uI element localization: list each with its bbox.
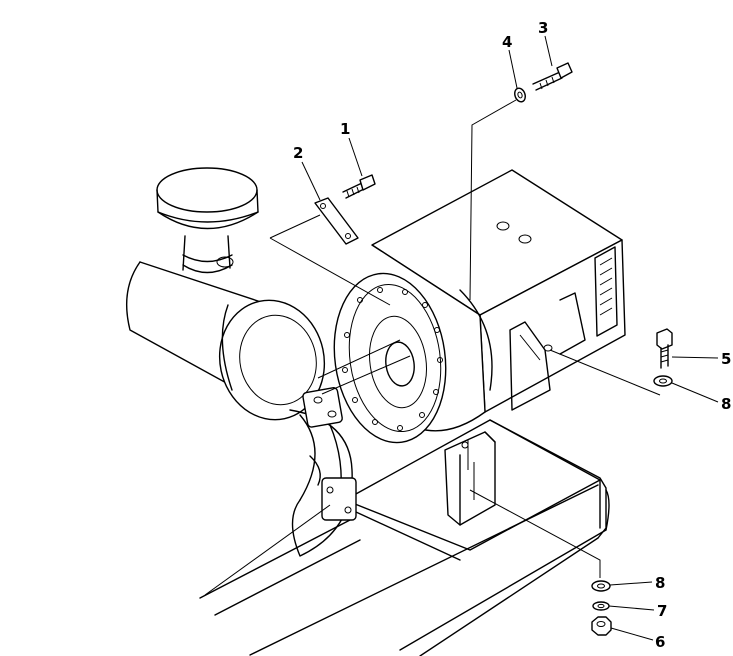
nut-6 — [591, 616, 612, 636]
base-frame — [199, 419, 610, 656]
callout-4: 4 — [502, 33, 512, 51]
callout-5: 5 — [721, 350, 731, 368]
washer-8-upper — [653, 375, 673, 387]
callout-labels: 1 2 3 4 5 8 8 7 6 — [293, 19, 731, 651]
generator — [333, 169, 626, 526]
leader-lines — [204, 99, 661, 596]
callout-8-lower: 8 — [655, 574, 665, 592]
lockwasher-7 — [592, 601, 610, 611]
callout-1: 1 — [340, 120, 350, 138]
callout-3: 3 — [538, 19, 548, 37]
callout-8-upper: 8 — [721, 395, 731, 413]
bolt-3 — [532, 62, 573, 91]
callout-7: 7 — [657, 602, 667, 620]
callout-6: 6 — [655, 633, 665, 651]
bolt-5 — [656, 328, 673, 369]
callout-2: 2 — [293, 144, 303, 162]
exhaust-elbow — [289, 387, 357, 557]
bracket-2 — [314, 197, 359, 245]
washer-8-lower — [591, 580, 611, 592]
callout-leaders — [301, 35, 719, 641]
bolt-1 — [342, 174, 376, 199]
washer-4 — [514, 87, 526, 103]
hardware — [314, 62, 673, 636]
air-cleaner — [125, 167, 326, 421]
